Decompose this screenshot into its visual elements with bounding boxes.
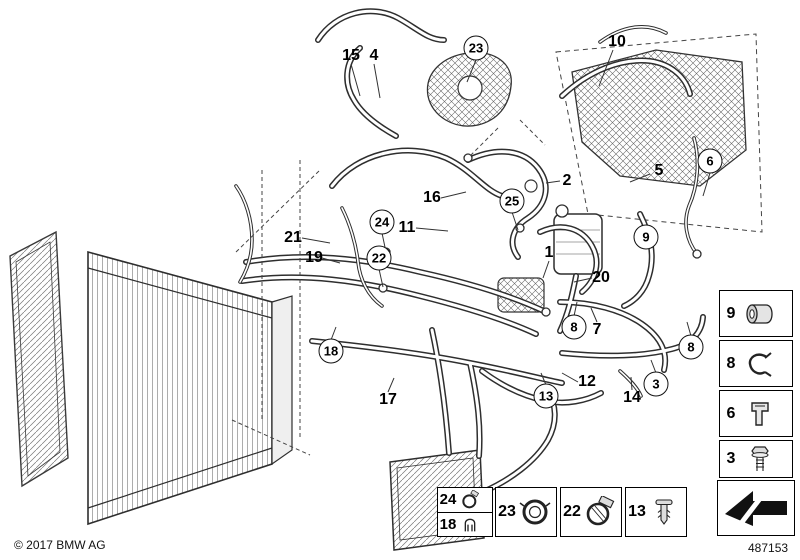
callout-20[interactable]: 20 bbox=[592, 269, 610, 286]
legend-item-22[interactable]: 22 bbox=[560, 487, 622, 537]
callout-8-lower[interactable]: 8 bbox=[678, 334, 704, 360]
callout-18[interactable]: 18 bbox=[318, 338, 344, 364]
callout-7[interactable]: 7 bbox=[592, 321, 602, 338]
legend-label-24: 24 bbox=[439, 491, 457, 509]
callout-14[interactable]: 14 bbox=[623, 389, 641, 406]
direction-arrow-icon bbox=[725, 490, 787, 528]
legend-label-13: 13 bbox=[628, 503, 646, 520]
clip-icon bbox=[748, 351, 772, 377]
legend-label-22: 22 bbox=[563, 503, 581, 520]
legend-label-18: 18 bbox=[439, 515, 457, 533]
callout-8-upper[interactable]: 8 bbox=[561, 314, 587, 340]
callout-19[interactable]: 19 bbox=[305, 249, 323, 266]
leader-lines bbox=[231, 49, 711, 456]
expanding-rivet-icon bbox=[655, 499, 673, 525]
callout-13[interactable]: 13 bbox=[533, 383, 559, 409]
callout-2[interactable]: 2 bbox=[562, 172, 572, 189]
legend-item-8[interactable]: 8 bbox=[719, 340, 793, 387]
direction-arrow-box bbox=[717, 480, 795, 536]
legend-label-23: 23 bbox=[498, 503, 516, 520]
callout-16[interactable]: 16 bbox=[423, 189, 441, 206]
radiator-art bbox=[87, 250, 293, 526]
callout-1[interactable]: 1 bbox=[544, 244, 554, 261]
copyright-text: © 2017 BMW AG bbox=[14, 538, 106, 552]
screw-icon bbox=[751, 446, 769, 471]
legend-item-23[interactable]: 23 bbox=[495, 487, 557, 537]
callout-23[interactable]: 23 bbox=[463, 35, 489, 61]
legend-item-9[interactable]: 9 bbox=[719, 290, 793, 337]
legend-item-24-18[interactable]: 24 18 bbox=[437, 487, 493, 537]
grommet-icon bbox=[746, 303, 773, 324]
callout-12[interactable]: 12 bbox=[578, 373, 596, 390]
legend-item-6[interactable]: 6 bbox=[719, 390, 793, 437]
retaining-clip-icon bbox=[464, 518, 476, 532]
callout-22[interactable]: 22 bbox=[366, 245, 392, 271]
callout-25[interactable]: 25 bbox=[499, 188, 525, 214]
hose-clamp-icon bbox=[462, 489, 480, 509]
callout-9[interactable]: 9 bbox=[633, 224, 659, 250]
callout-11[interactable]: 11 bbox=[398, 219, 416, 236]
callout-15[interactable]: 15 bbox=[342, 47, 360, 64]
callout-4[interactable]: 4 bbox=[369, 47, 379, 64]
holder-icon bbox=[751, 401, 769, 426]
screw-hose-clamp-icon bbox=[586, 496, 615, 526]
legend-label-9: 9 bbox=[726, 304, 736, 322]
legend-label-6: 6 bbox=[726, 404, 736, 422]
callout-24[interactable]: 24 bbox=[369, 209, 395, 235]
legend-item-13[interactable]: 13 bbox=[625, 487, 687, 537]
charge-pipe-clamp-icon bbox=[519, 499, 551, 525]
legend-item-3[interactable]: 3 bbox=[719, 440, 793, 478]
callout-17[interactable]: 17 bbox=[379, 391, 397, 408]
legend-label-3: 3 bbox=[726, 450, 736, 467]
diagram-number: 487153 bbox=[748, 541, 789, 555]
callout-10[interactable]: 10 bbox=[608, 33, 626, 50]
callout-6[interactable]: 6 bbox=[697, 148, 723, 174]
callout-3[interactable]: 3 bbox=[643, 371, 669, 397]
condenser-art bbox=[9, 230, 69, 488]
legend-row-18[interactable]: 18 bbox=[438, 511, 492, 537]
callout-21[interactable]: 21 bbox=[284, 229, 302, 246]
legend-label-8: 8 bbox=[726, 354, 736, 372]
legend-row-24[interactable]: 24 bbox=[438, 488, 492, 512]
callout-5[interactable]: 5 bbox=[654, 162, 664, 179]
